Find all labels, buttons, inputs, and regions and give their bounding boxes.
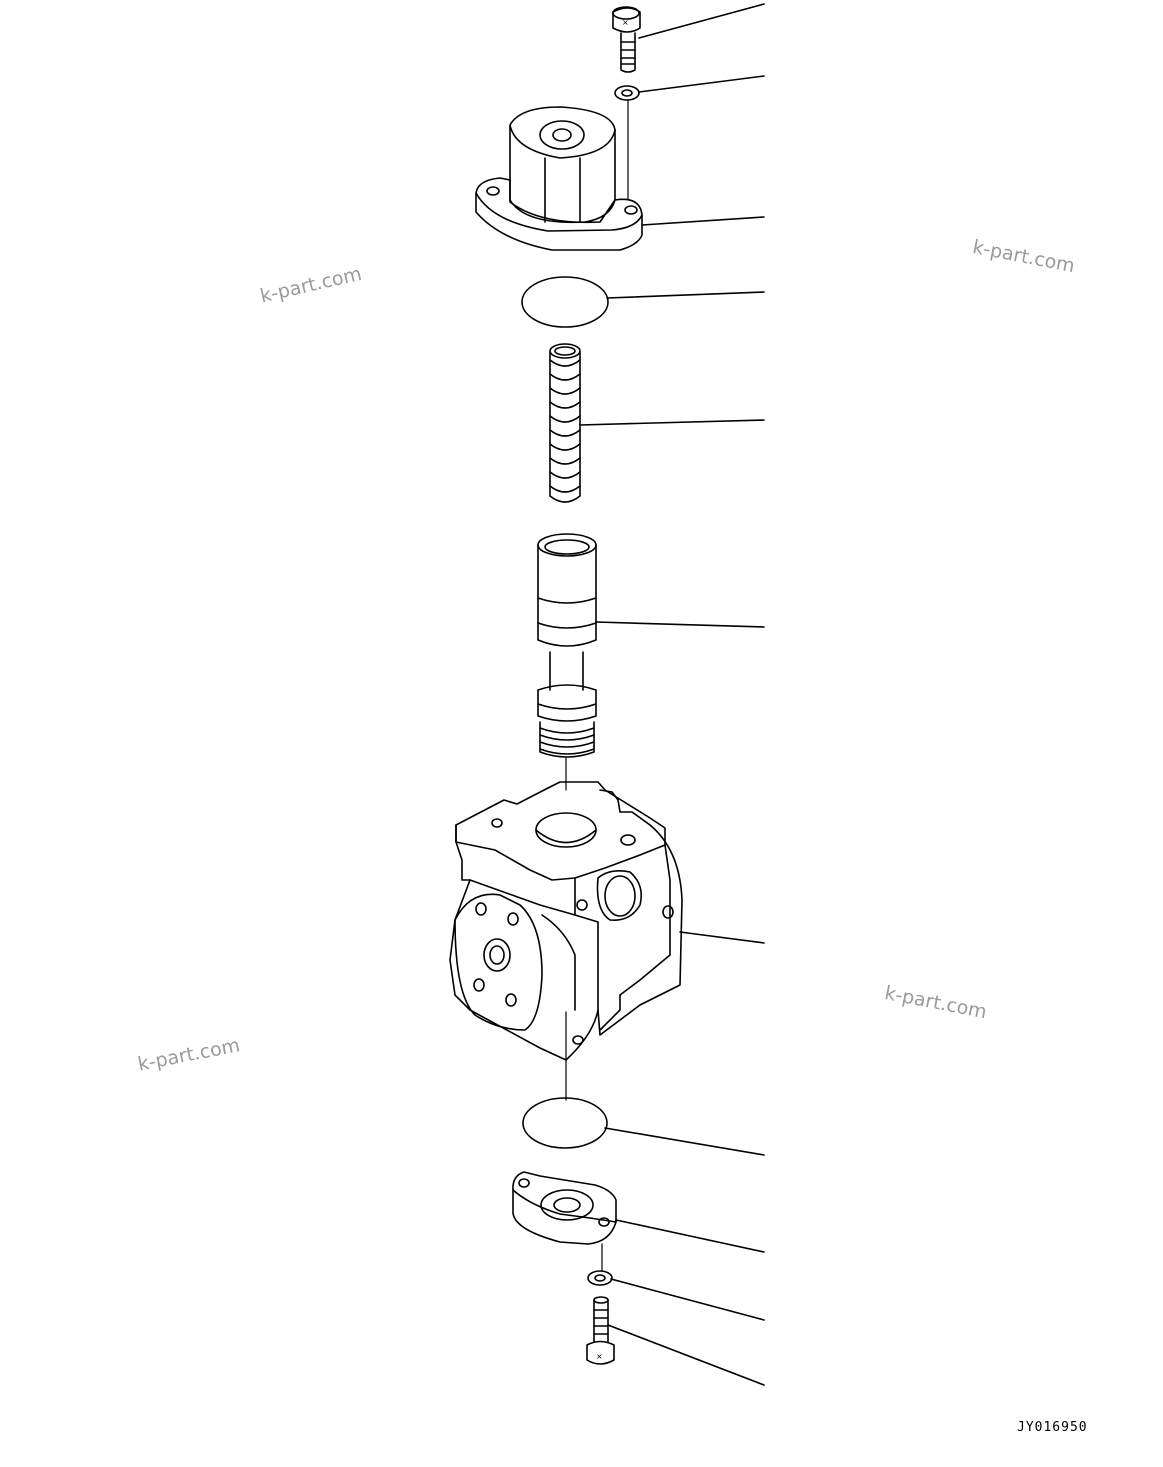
leader-line-3 <box>642 217 764 225</box>
leader-lines <box>580 4 764 1385</box>
assembly-axis-lines <box>566 100 628 1270</box>
leader-line-4 <box>607 292 764 298</box>
leader-line-6 <box>596 622 764 627</box>
svg-text:×: × <box>622 18 629 27</box>
leader-line-5 <box>580 420 764 425</box>
leader-line-11 <box>608 1325 764 1385</box>
svg-text:×: × <box>596 1352 603 1361</box>
leader-line-8 <box>605 1128 764 1155</box>
cap-screw-top: × <box>613 7 640 72</box>
cover-top <box>476 107 642 250</box>
cover-bottom <box>513 1172 616 1244</box>
valve-body <box>450 782 682 1060</box>
spool-piston <box>538 534 596 757</box>
cap-screw-bottom: × <box>587 1297 614 1364</box>
washer-top <box>615 86 639 100</box>
washer-bottom <box>588 1271 612 1285</box>
leader-line-9 <box>616 1220 764 1252</box>
o-ring-bottom <box>523 1098 607 1148</box>
leader-line-10 <box>611 1279 764 1320</box>
o-ring-top <box>522 277 608 327</box>
leader-line-1 <box>639 4 764 38</box>
leader-line-7 <box>680 932 764 943</box>
spring <box>550 344 580 502</box>
leader-line-2 <box>639 76 764 92</box>
drawing-code: JY016950 <box>1017 1420 1088 1435</box>
